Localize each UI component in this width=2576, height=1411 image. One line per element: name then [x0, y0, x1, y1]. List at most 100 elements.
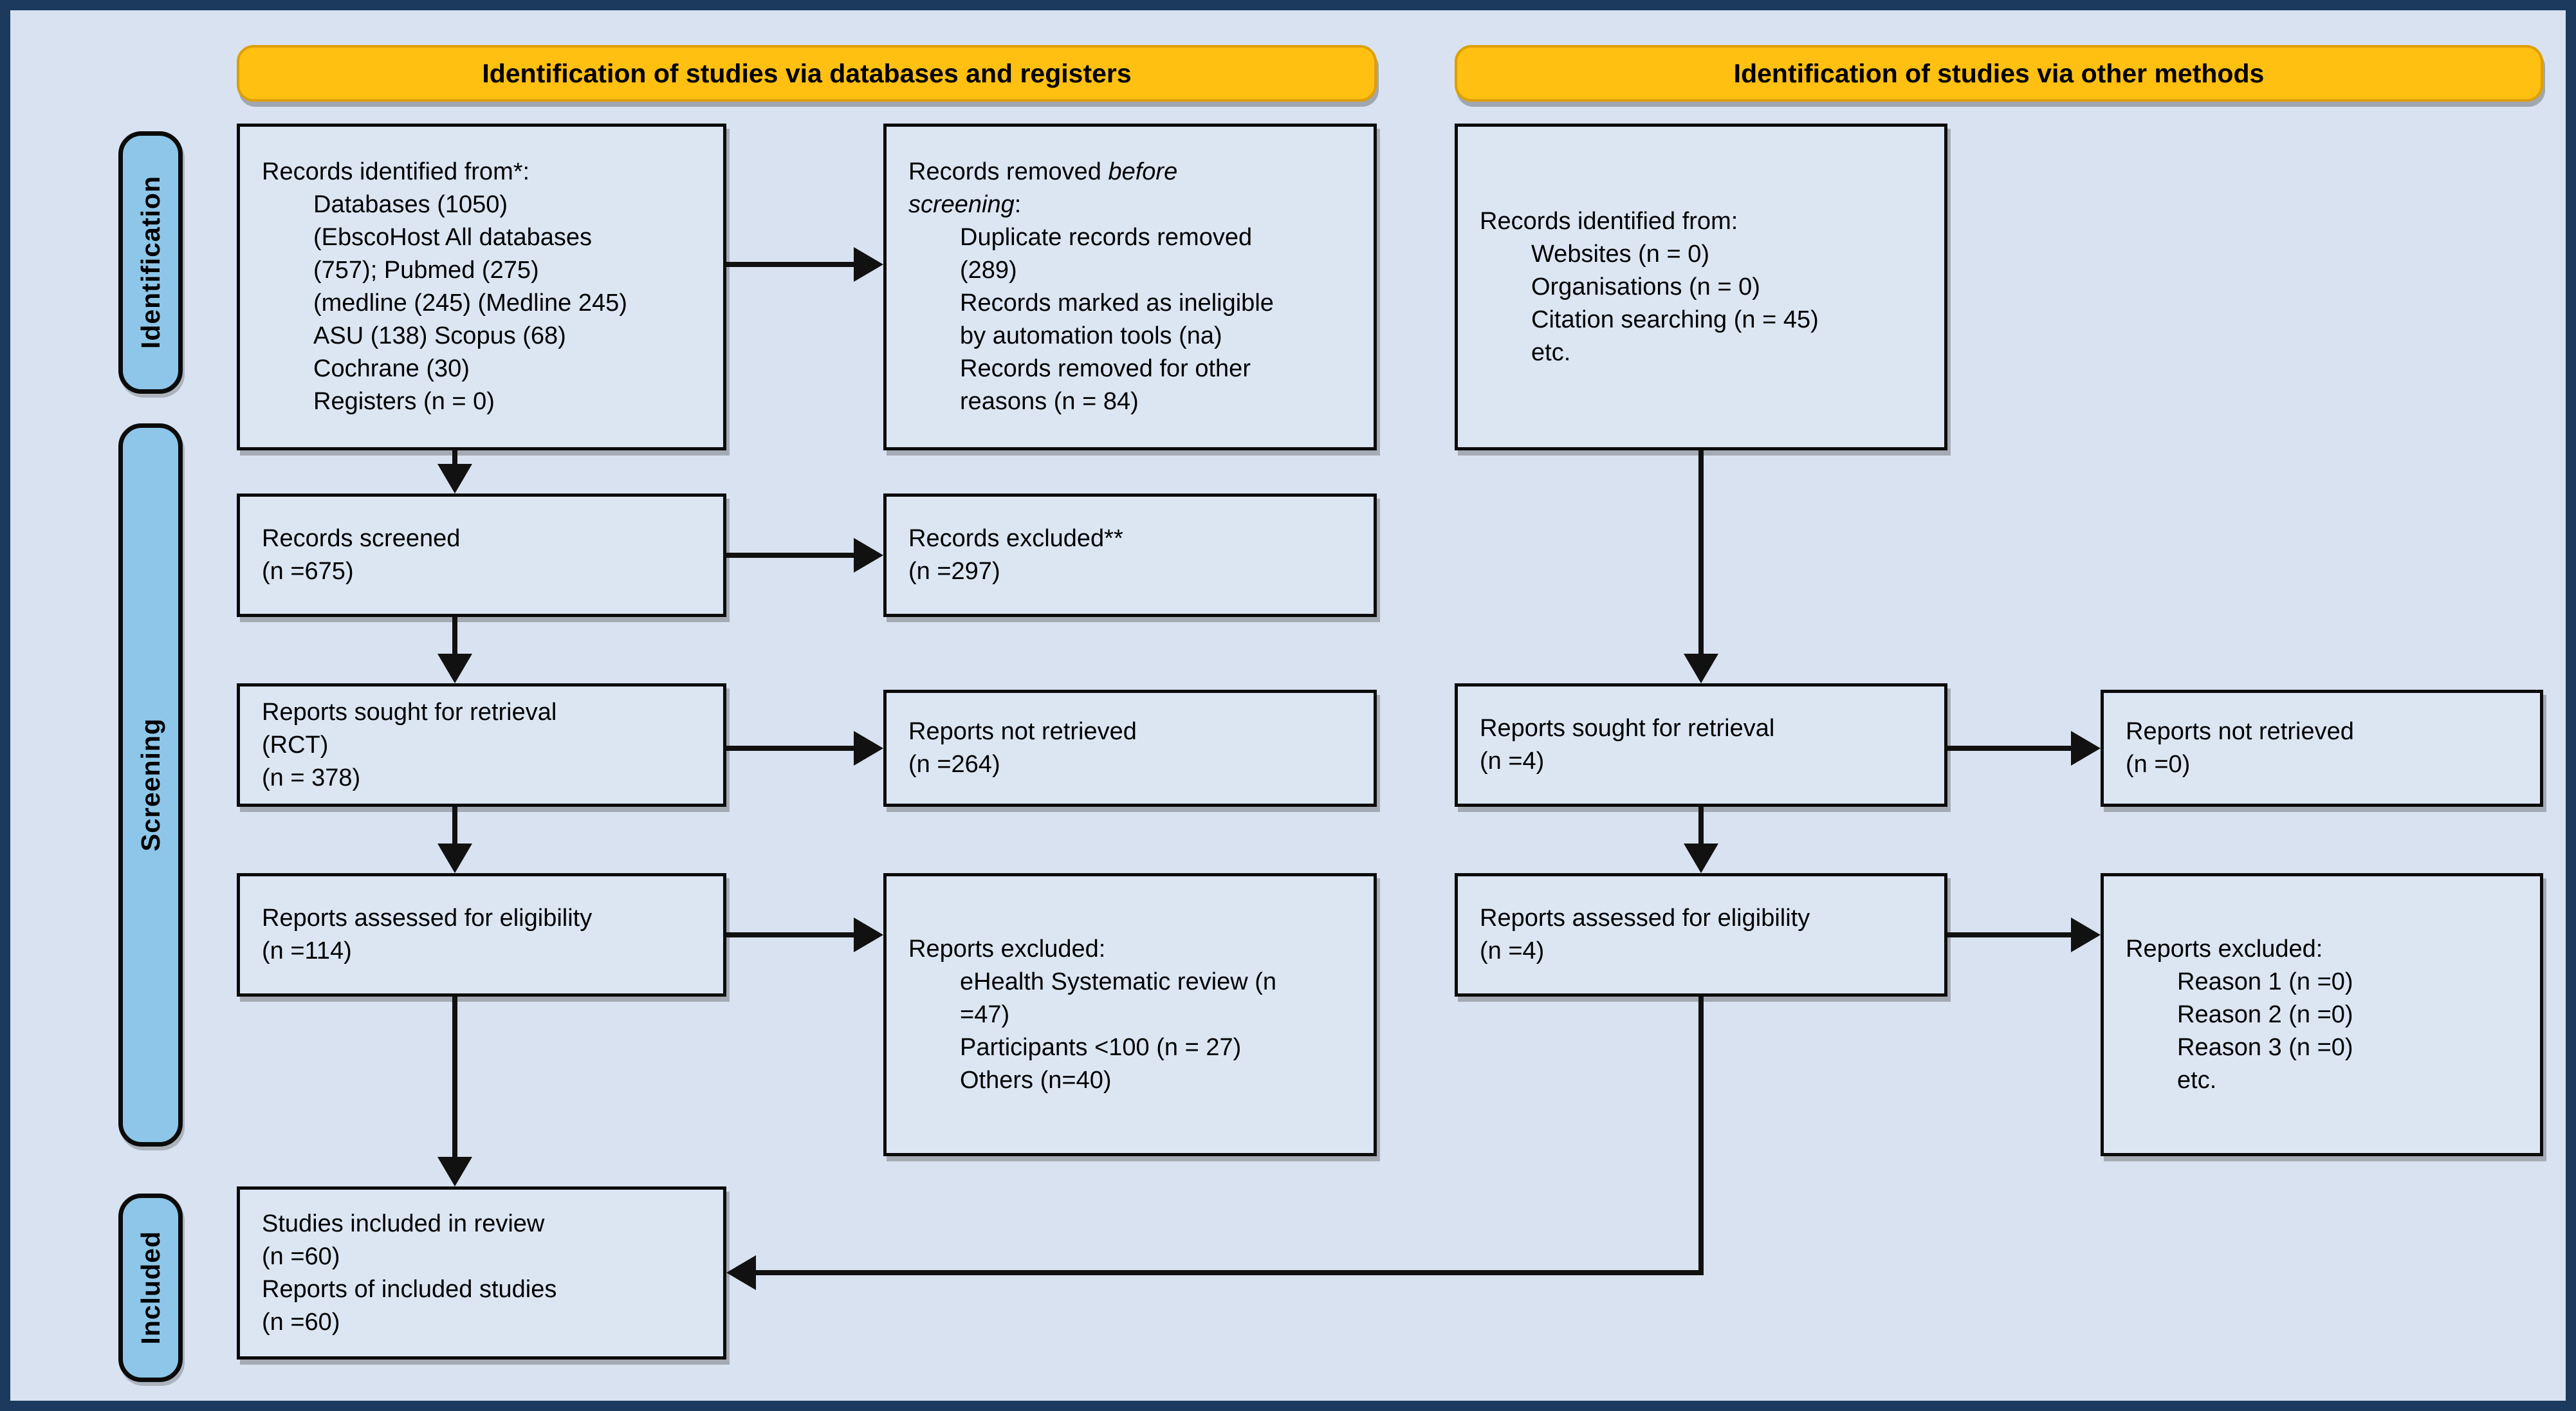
box-text-line: (757); Pubmed (275) [262, 254, 712, 287]
box-text-segment: Reports of included studies [262, 1275, 557, 1303]
box-text-segment: Reason 3 (n =0) [2177, 1033, 2353, 1061]
box-text-segment: Reports assessed for eligibility [262, 905, 593, 932]
box-reports-sought-retrieval-databases: Reports sought for retrieval (RCT)(n = 37… [237, 683, 726, 807]
box-text-segment: Organisations (n = 0) [1531, 273, 1760, 300]
box-text-line: Reports sought for retrieval [1480, 712, 1933, 745]
box-text-segment: Participants <100 (n = 27) [960, 1033, 1242, 1061]
box-studies-included-review: Studies included in review(n =60)Reports… [237, 1186, 726, 1360]
box-text-line: reasons (n = 84) [908, 385, 1362, 418]
box-text-line: Organisations (n = 0) [1480, 271, 1933, 304]
box-records-excluded: Records excluded** (n =297) [883, 493, 1377, 617]
box-text-segment: Databases (1050) [313, 191, 508, 218]
box-text-line: (n =4) [1480, 745, 1933, 778]
box-text-segment: Reports sought for retrieval [1480, 715, 1775, 742]
box-text-segment: : [1014, 191, 1022, 218]
box-text-line: Records removed before [908, 156, 1362, 189]
box-text-segment: (757); Pubmed (275) [313, 257, 539, 284]
box-text-segment: (EbscoHost All databases [313, 224, 593, 251]
box-text-line: Reason 2 (n =0) [2126, 999, 2528, 1031]
box-text-segment: (n =0) [2126, 751, 2191, 778]
box-text-line: Reports of included studies [262, 1273, 712, 1306]
box-text-segment: Reason 1 (n =0) [2177, 968, 2353, 995]
stage-screening-label: Screening [118, 423, 183, 1147]
box-text-line: (n =297) [908, 555, 1362, 588]
box-reports-assessed-eligibility-other: Reports assessed for eligibility(n =4) [1455, 873, 1947, 997]
box-text-segment: (n =264) [908, 751, 1000, 778]
box-text-segment: Reports excluded: [2126, 935, 2323, 963]
box-text-line: (n =675) [262, 555, 712, 588]
box-text-segment: by automation tools (na) [960, 322, 1222, 349]
box-text-segment: Reports not retrieved [2126, 718, 2354, 745]
arrow-sought-to-not-retrieved [726, 731, 883, 766]
box-text-line: Reports excluded: [908, 933, 1362, 966]
box-text-segment: Records removed [908, 158, 1109, 185]
box-text-line: screening: [908, 189, 1362, 221]
box-text-line: Records identified from*: [262, 156, 712, 189]
box-text-line: Reports not retrieved [2126, 715, 2528, 748]
box-text-line: (RCT) [262, 729, 712, 762]
box-text-segment: (n =60) [262, 1242, 340, 1270]
arrow-screened-to-sought [437, 617, 472, 683]
arrow-other-assessed-to-excluded [1947, 918, 2101, 952]
box-text-segment: Cochrane (30) [313, 355, 470, 382]
stage-identification-label: Identification [118, 131, 183, 394]
box-text-line: eHealth Systematic review (n [908, 966, 1362, 999]
box-text-segment: ASU (138) Scopus (68) [313, 322, 566, 349]
box-text-segment: Others (n=40) [960, 1066, 1112, 1094]
box-text-line: Reason 1 (n =0) [2126, 966, 2528, 999]
banner-other-methods-label: Identification of studies via other meth… [1733, 58, 2265, 88]
arrow-other-sought-to-not-retrieved [1947, 731, 2101, 766]
box-text-line: =47) [908, 999, 1362, 1031]
box-text-segment: (289) [960, 257, 1017, 284]
box-records-identified-other: Records identified from:Websites (n = 0)… [1455, 124, 1947, 450]
arrow-identified-to-screened [437, 450, 472, 493]
box-text-line: (n =264) [908, 748, 1362, 781]
box-text-segment: Records screened [262, 525, 461, 552]
box-text-line: Cochrane (30) [262, 353, 712, 385]
arrow-assessed-to-included [437, 997, 472, 1186]
box-text-line: Citation searching (n = 45) [1480, 304, 1933, 337]
arrow-screened-to-excluded [726, 538, 883, 573]
box-text-line: etc. [1480, 337, 1933, 369]
box-records-identified-databases: Records identified from*:Databases (1050… [237, 124, 726, 450]
box-records-screened: Records screened (n =675) [237, 493, 726, 617]
box-text-segment: Duplicate records removed [960, 224, 1253, 251]
box-text-segment: (n =60) [262, 1308, 340, 1336]
box-text-segment: Registers (n = 0) [313, 388, 495, 415]
connector-other-assessed-to-included-vertical [1698, 997, 1704, 1275]
arrow-other-identified-to-sought [1684, 450, 1718, 683]
box-reports-not-retrieved-other: Reports not retrieved (n =0) [2101, 690, 2543, 807]
box-text-segment: Reports sought for retrieval [262, 698, 557, 726]
banner-databases-label: Identification of studies via databases … [482, 58, 1132, 88]
box-text-line: Databases (1050) [262, 189, 712, 221]
box-text-segment: Reports not retrieved [908, 718, 1137, 745]
stage-screening-text: Screening [135, 718, 165, 852]
box-reports-sought-retrieval-other: Reports sought for retrieval (n =4) [1455, 683, 1947, 807]
box-text-line: (medline (245) (Medline 245) [262, 287, 712, 320]
box-reports-excluded-other: Reports excluded: Reason 1 (n =0) Reason 2… [2101, 873, 2543, 1156]
box-text-line: Records identified from: [1480, 205, 1933, 238]
box-text-segment: (n =675) [262, 558, 354, 585]
box-text-segment: etc. [1531, 338, 1571, 366]
banner-other-methods-header: Identification of studies via other meth… [1455, 45, 2543, 102]
box-text-segment: Reports excluded: [908, 935, 1106, 963]
box-text-line: Duplicate records removed [908, 221, 1362, 254]
box-text-segment: (n = 378) [262, 764, 361, 791]
box-text-segment: before [1108, 158, 1178, 185]
box-text-segment: (n =4) [1480, 937, 1545, 964]
box-text-line: Registers (n = 0) [262, 385, 712, 418]
box-text-line: Reports excluded: [2126, 933, 2528, 966]
box-text-line: (n =60) [262, 1240, 712, 1273]
box-text-line: Records screened [262, 522, 712, 555]
stage-included-label: Included [118, 1194, 183, 1382]
box-text-line: Reports assessed for eligibility [262, 902, 712, 935]
arrow-sought-to-assessed [437, 807, 472, 873]
box-text-line: (n =0) [2126, 748, 2528, 781]
arrow-other-sought-to-assessed [1684, 807, 1718, 873]
box-text-segment: (medline (245) (Medline 245) [313, 290, 627, 317]
box-text-line: (n = 378) [262, 762, 712, 795]
box-text-line: by automation tools (na) [908, 320, 1362, 353]
box-text-segment: Reason 2 (n =0) [2177, 1001, 2353, 1028]
box-text-segment: Records excluded** [908, 525, 1123, 552]
